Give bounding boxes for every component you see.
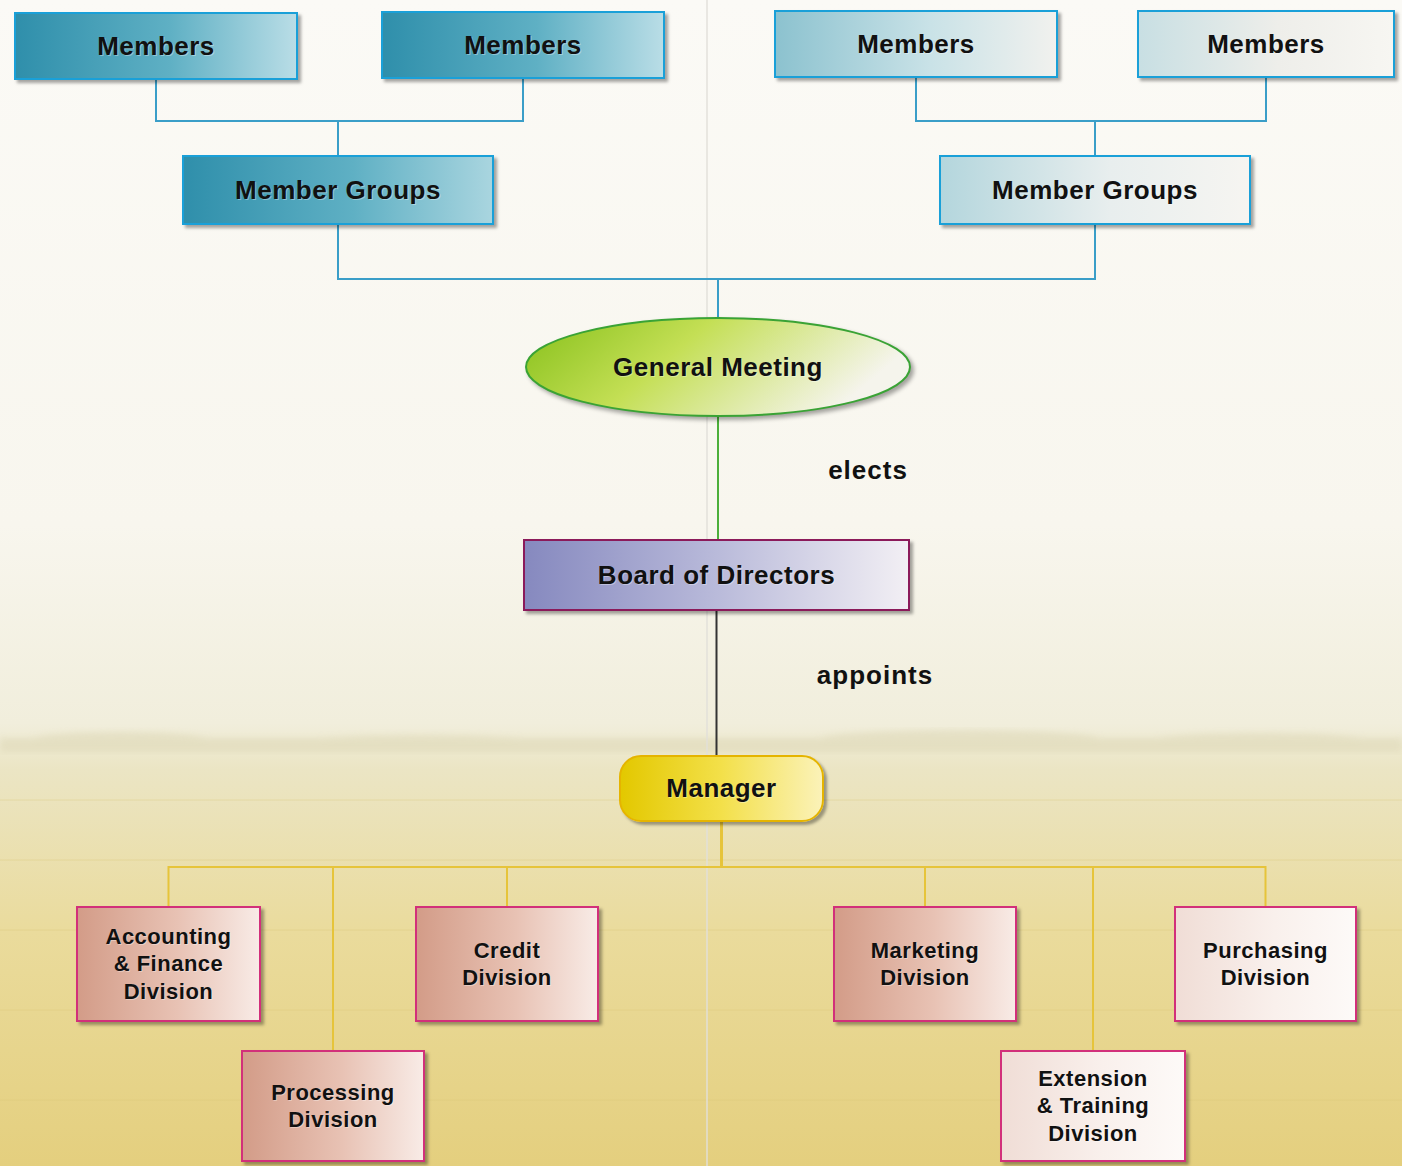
connector-line [716, 611, 718, 755]
connector-line [338, 225, 718, 317]
manager-box: Manager [619, 755, 824, 822]
edge-label: appoints [817, 660, 933, 691]
node-label: Marketing Division [855, 937, 995, 992]
division-box: Purchasing Division [1174, 906, 1357, 1022]
meeting-ellipse: General Meeting [525, 317, 911, 417]
node-label: Processing Division [263, 1079, 403, 1134]
member-box: Members [381, 11, 665, 79]
connector-line [722, 822, 1266, 906]
node-label: General Meeting [613, 351, 823, 384]
node-label: Purchasing Division [1190, 937, 1341, 992]
connector-line [156, 80, 338, 155]
division-box: Marketing Division [833, 906, 1017, 1022]
connector-line [722, 822, 1094, 1050]
node-label: Extension & Training Division [1032, 1065, 1154, 1148]
connector-line [718, 225, 1095, 317]
node-label: Members [857, 28, 975, 61]
edge-label: elects [828, 455, 908, 486]
connector-line [169, 822, 722, 906]
connector-line [333, 822, 722, 1050]
division-box: Credit Division [415, 906, 599, 1022]
division-box: Extension & Training Division [1000, 1050, 1186, 1162]
node-label: Accounting & Finance Division [100, 923, 237, 1006]
member-box: Members [14, 12, 298, 80]
node-label: Members [1207, 28, 1325, 61]
member-box: Members [1137, 10, 1395, 78]
connector-line [916, 78, 1095, 155]
member-group-box: Member Groups [939, 155, 1251, 225]
board-box: Board of Directors [523, 539, 910, 611]
division-box: Accounting & Finance Division [76, 906, 261, 1022]
node-label: Members [97, 30, 215, 63]
member-box: Members [774, 10, 1058, 78]
node-label: Members [464, 29, 582, 62]
node-label: Member Groups [992, 174, 1198, 207]
connector-line [507, 822, 722, 906]
connector-line [1095, 78, 1266, 155]
node-label: Member Groups [235, 174, 441, 207]
connector-line [717, 417, 719, 539]
connector-line [338, 79, 523, 155]
node-label: Credit Division [437, 937, 577, 992]
member-group-box: Member Groups [182, 155, 494, 225]
connector-line [722, 822, 926, 906]
node-label: Manager [666, 772, 776, 805]
node-label: Board of Directors [598, 559, 835, 592]
division-box: Processing Division [241, 1050, 425, 1162]
